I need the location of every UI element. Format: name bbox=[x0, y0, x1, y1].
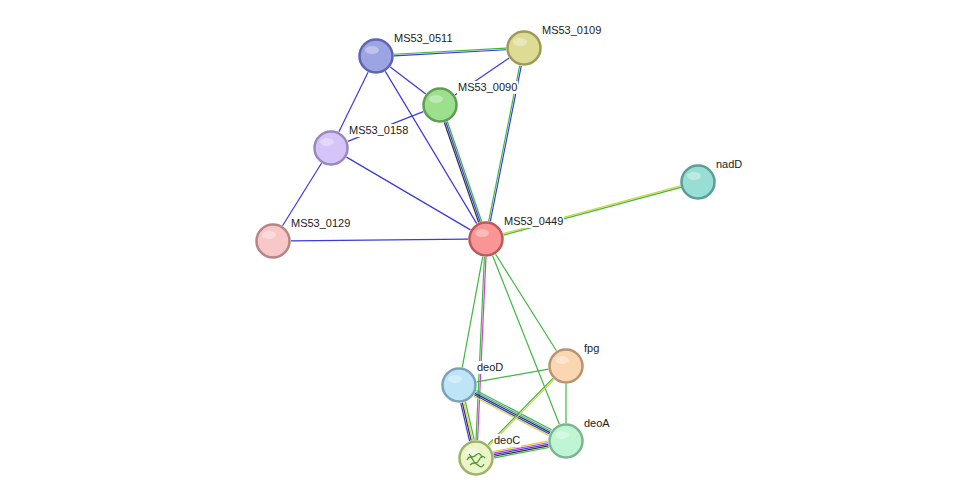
interaction-edge bbox=[390, 67, 425, 94]
node-label: MS53_0109 bbox=[541, 24, 602, 37]
evidence-line bbox=[339, 72, 368, 132]
evidence-line bbox=[348, 112, 424, 142]
evidence-line bbox=[473, 396, 548, 435]
node-label: deoD bbox=[476, 361, 504, 374]
protein-node: MS53_0449 bbox=[468, 221, 504, 257]
evidence-line bbox=[462, 403, 471, 441]
evidence-line bbox=[476, 391, 551, 430]
interaction-edge bbox=[348, 112, 424, 142]
evidence-line bbox=[494, 446, 549, 456]
node-circle bbox=[548, 423, 584, 459]
evidence-line bbox=[504, 187, 681, 235]
protein-node: MS53_0109 bbox=[506, 30, 542, 66]
node-circle bbox=[358, 38, 394, 74]
evidence-line bbox=[394, 50, 506, 56]
evidence-line bbox=[444, 123, 478, 223]
node-circle bbox=[548, 348, 584, 384]
node-label: MS53_0129 bbox=[290, 217, 351, 230]
node-label: MS53_0158 bbox=[348, 124, 409, 137]
node-circle bbox=[680, 164, 716, 200]
node-label: MS53_0449 bbox=[503, 215, 564, 228]
interaction-edge bbox=[496, 254, 557, 351]
node-circle bbox=[313, 130, 349, 166]
evidence-line bbox=[503, 186, 680, 234]
interaction-edge bbox=[566, 384, 567, 423]
evidence-line bbox=[496, 254, 557, 351]
evidence-line bbox=[478, 257, 486, 440]
evidence-line bbox=[447, 122, 481, 222]
node-label: deoA bbox=[583, 417, 611, 430]
evidence-line bbox=[474, 395, 549, 434]
protein-node: nadD bbox=[680, 164, 716, 200]
node-label: fpg bbox=[583, 342, 600, 355]
node-circle bbox=[255, 223, 291, 259]
interaction-edge bbox=[473, 391, 551, 436]
evidence-line bbox=[475, 393, 550, 432]
evidence-line bbox=[565, 384, 566, 423]
node-label: MS53_0511 bbox=[393, 32, 454, 45]
evidence-line bbox=[347, 157, 471, 230]
interaction-edge bbox=[461, 402, 475, 441]
protein-node: MS53_0090 bbox=[422, 87, 458, 123]
protein-node: fpg bbox=[548, 348, 584, 384]
evidence-line bbox=[390, 67, 425, 94]
interaction-edge bbox=[347, 157, 471, 230]
evidence-line bbox=[476, 257, 484, 440]
interaction-edge bbox=[503, 186, 681, 235]
node-label: deoC bbox=[493, 434, 521, 447]
node-circle bbox=[506, 30, 542, 66]
protein-node: MS53_0129 bbox=[255, 223, 291, 259]
interaction-edge bbox=[385, 71, 476, 223]
node-circle bbox=[441, 367, 477, 403]
node-circle bbox=[422, 87, 458, 123]
evidence-line bbox=[494, 447, 549, 457]
evidence-line bbox=[446, 122, 480, 222]
protein-node: deoD bbox=[441, 367, 477, 403]
interaction-edge bbox=[339, 72, 368, 132]
node-circle bbox=[458, 440, 494, 476]
evidence-line bbox=[291, 239, 468, 241]
protein-node: MS53_0511 bbox=[358, 38, 394, 74]
node-label: MS53_0090 bbox=[457, 81, 518, 94]
node-label: nadD bbox=[715, 158, 743, 171]
evidence-line bbox=[476, 392, 551, 431]
protein-node: deoA bbox=[548, 423, 584, 459]
interaction-edge bbox=[394, 48, 506, 56]
evidence-line bbox=[385, 71, 476, 223]
protein-node: MS53_0158 bbox=[313, 130, 349, 166]
interaction-edge bbox=[444, 122, 481, 223]
interaction-edge bbox=[476, 257, 486, 440]
node-circle bbox=[468, 221, 504, 257]
protein-node: deoC bbox=[458, 440, 494, 476]
evidence-line bbox=[461, 403, 470, 441]
interaction-edge bbox=[291, 239, 468, 241]
